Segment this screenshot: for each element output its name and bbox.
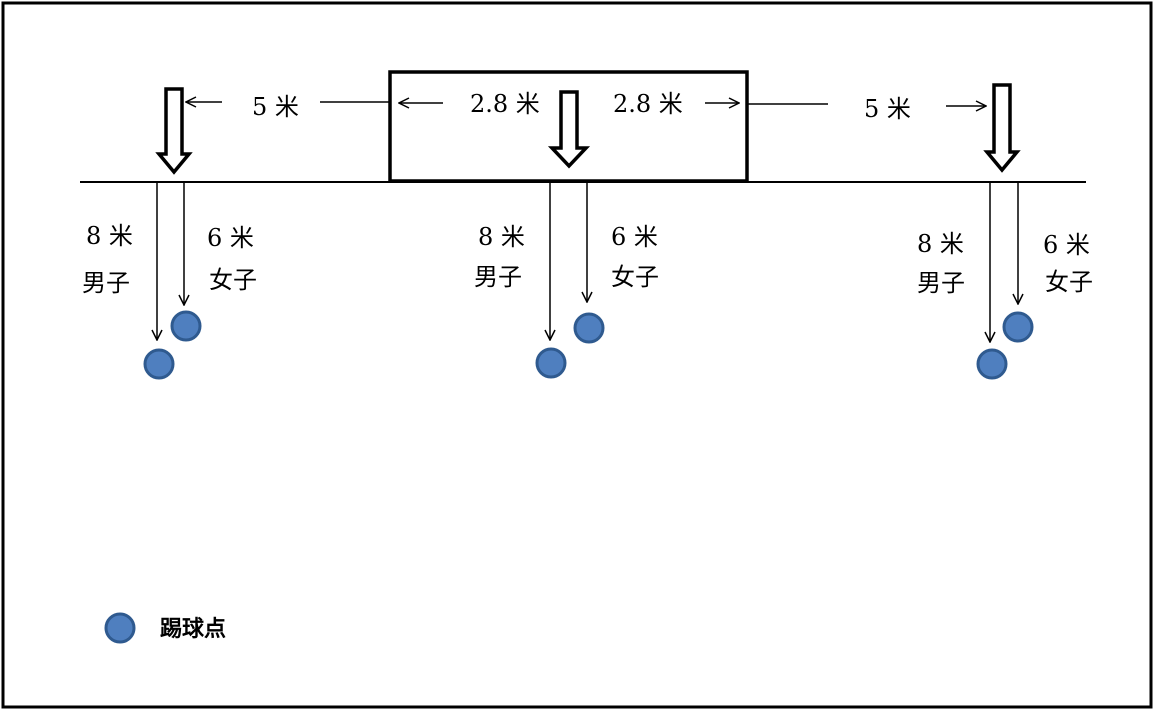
female-dist-center: 6 米 [611, 223, 658, 251]
male-dist-right: 8 米 [917, 230, 964, 258]
dist-left-label: 5 米 [252, 93, 299, 121]
dist-right-label: 5 米 [864, 95, 911, 123]
male-label-center: 男子 [474, 263, 522, 291]
kick-point-male-center [535, 347, 567, 379]
dist-center-left-label: 2.8 米 [470, 90, 540, 118]
kicker-arrow-right [983, 83, 1021, 173]
legend-kick-point-icon [104, 612, 136, 644]
kicker-arrow-center [547, 90, 591, 169]
female-label-center: 女子 [611, 263, 659, 291]
male-label-right: 男子 [917, 269, 965, 297]
kick-point-male-left [143, 348, 175, 380]
male-dist-left: 8 米 [86, 222, 133, 250]
female-dist-left: 6 米 [207, 224, 254, 252]
male-dist-center: 8 米 [478, 223, 525, 251]
female-label-left: 女子 [209, 266, 257, 294]
legend-label: 踢球点 [160, 616, 226, 642]
kick-point-female-left [170, 310, 202, 342]
female-label-right: 女子 [1045, 268, 1093, 296]
kick-point-female-right [1002, 311, 1034, 343]
kick-point-male-right [976, 348, 1008, 380]
male-label-left: 男子 [82, 269, 130, 297]
dist-center-right-label: 2.8 米 [613, 90, 683, 118]
goal-box [388, 70, 749, 183]
female-dist-right: 6 米 [1043, 231, 1090, 259]
kick-point-female-center [573, 312, 605, 344]
kicker-arrow-left [155, 87, 193, 175]
